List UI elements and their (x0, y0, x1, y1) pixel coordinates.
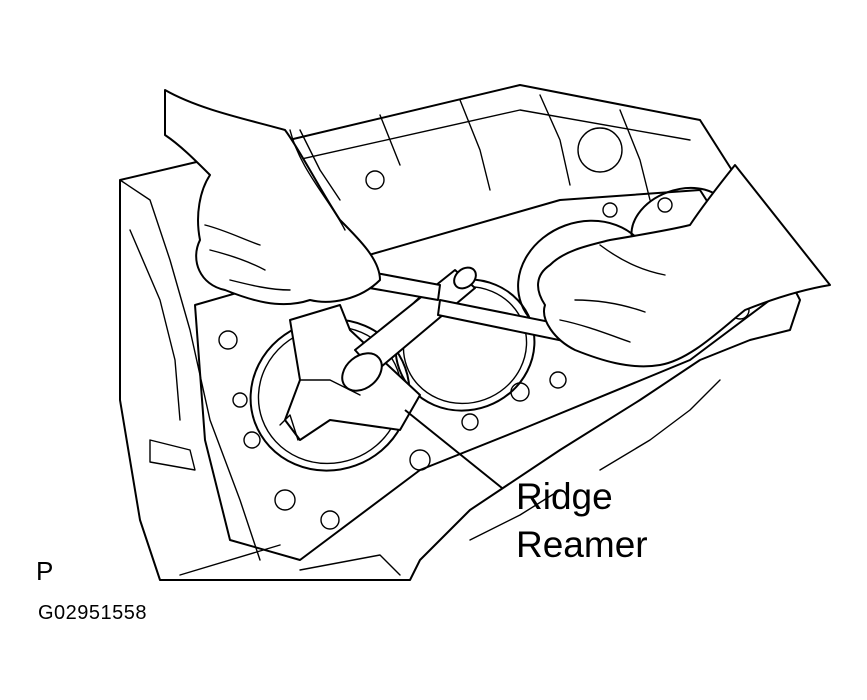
view-letter: P (36, 556, 54, 586)
callout-label-ridge: Ridge (516, 476, 613, 517)
figure-id: G02951558 (38, 602, 148, 624)
right-hand (537, 164, 831, 368)
left-hand (164, 89, 381, 306)
callout-label-reamer: Reamer (516, 524, 648, 565)
callout-leader-line (404, 409, 503, 489)
ridge-reamer-tool (279, 266, 591, 441)
